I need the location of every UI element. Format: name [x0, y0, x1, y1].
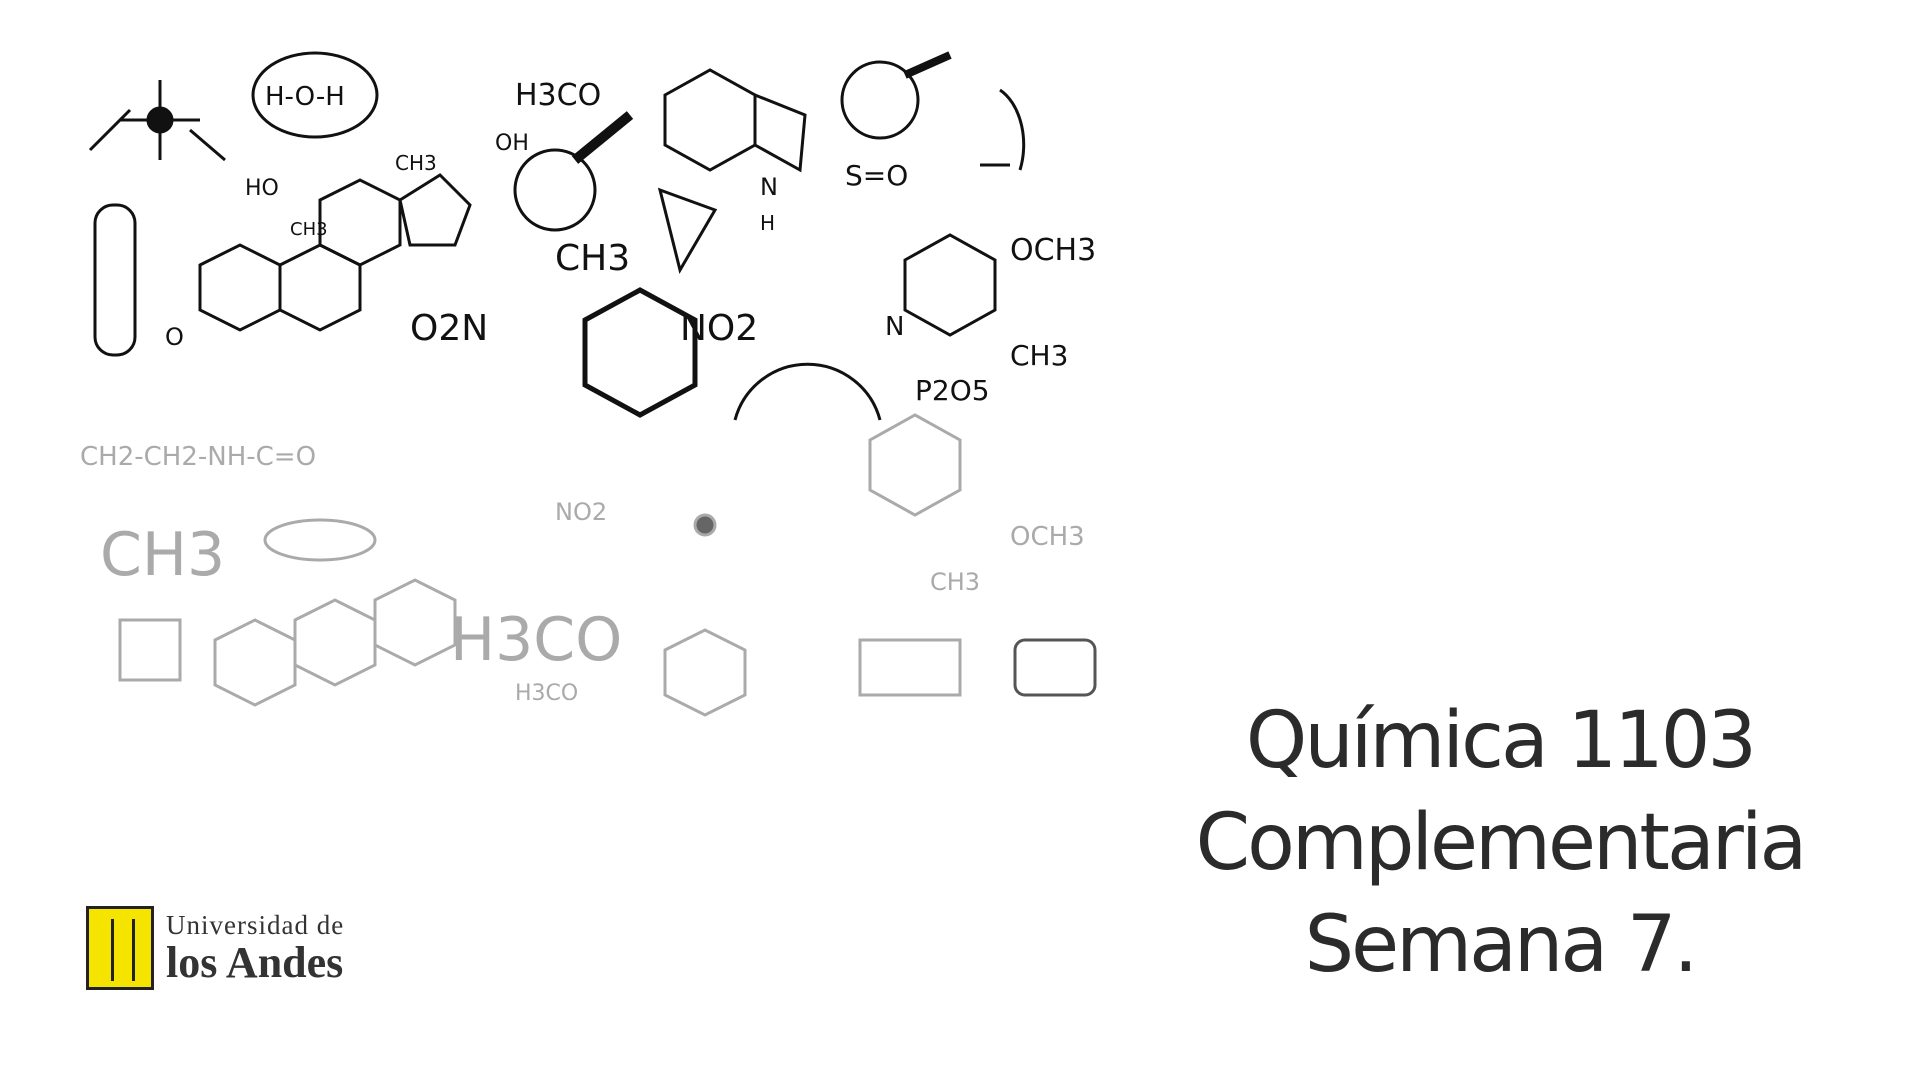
chem-formula-faded-label: H3CO [450, 605, 622, 675]
chem-formula-label: H [760, 211, 775, 235]
logo-emblem [86, 906, 154, 990]
title-line-type: Complementaria [1195, 798, 1808, 888]
chem-formula-faded-label: CH3 [930, 568, 980, 596]
chem-formula-label: NO2 [680, 308, 758, 349]
chem-formula-faded-label: CH2-CH2-NH-C=O [80, 442, 316, 472]
chem-formula-label: N [760, 173, 778, 201]
molecule-drawings-bottom [118, 413, 1097, 717]
chem-formula-label: HO [245, 176, 279, 201]
chem-formula-faded-label: NO2 [555, 498, 607, 526]
chem-formula-label: OCH3 [1010, 233, 1096, 268]
chem-formula-label: CH3 [395, 151, 437, 175]
chem-formula-label: CH3 [555, 238, 630, 279]
chem-formula-label: O [165, 323, 184, 351]
title-line-course: Química 1103 [1245, 696, 1757, 786]
chem-formula-label: P2O5 [915, 374, 990, 407]
chem-formula-label: H-O-H [265, 82, 345, 112]
chem-formula-label: OH [495, 131, 529, 156]
chem-formula-faded-label: CH3 [100, 520, 225, 590]
chem-formula-label: H3CO [515, 78, 601, 113]
chem-formula-faded-label: H3CO [515, 681, 578, 706]
title-line-week: Semana 7. [1304, 900, 1699, 990]
chem-formula-label: O2N [410, 308, 488, 349]
chem-formula-label: N [885, 312, 904, 342]
molecule-drawings-top [88, 51, 1026, 421]
chem-formula-label: CH3 [290, 219, 328, 240]
chem-formula-label: S=O [845, 159, 908, 192]
logo-line-1: Universidad de [166, 910, 345, 940]
chem-formula-faded-label: OCH3 [1010, 522, 1085, 552]
university-logo: Universidad de los Andes [86, 906, 344, 990]
slide-title: Química 1103 Complementaria Semana 7. [1140, 690, 1860, 996]
chem-formula-label: CH3 [1010, 339, 1068, 372]
logo-line-2: los Andes [166, 938, 344, 987]
